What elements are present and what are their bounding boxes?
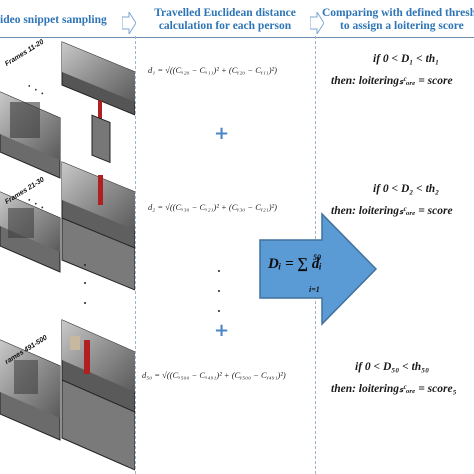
summation-label: Dᵢ = ∑ dᵢ (268, 256, 322, 273)
summation-formula: Dᵢ = ∑ dᵢ (268, 256, 322, 272)
header-threshold-line1: Comparing with defined thresho (322, 7, 474, 19)
condition-then-3: then: loiteringₛᶜₒᵣₑ = score₅ (331, 383, 457, 395)
header-distance: Travelled Euclidean distance calculation… (135, 7, 315, 33)
header-divider (0, 37, 474, 38)
header-distance-line2: calculation for each person (158, 20, 292, 32)
condition-then-1: then: loiteringₛᶜₒᵣₑ = score (331, 75, 453, 87)
condition-then-2: then: loiteringₛᶜₒᵣₑ = score (331, 205, 453, 217)
distance-equation-1: d₁ = √((Cₓ₂₀ − Cₓ₁₁)² + (Cᵧ₂₀ − Cᵧ₁₁)²) (148, 65, 277, 75)
condition-if-3: if 0 < D₅₀ < th₅₀ (355, 361, 430, 373)
threshold-condition-1: if 0 < D₁ < th₁ then: loiteringₛᶜₒᵣₑ = s… (331, 52, 453, 89)
distance-equation-2: d₂ = √((Cₓ₃₀ − Cₓ₂₁)² + (Cᵧ₃₀ − Cᵧ₂₁)²) (148, 202, 277, 212)
summation-lower: i=1 (309, 285, 320, 294)
vertical-dot (218, 290, 220, 292)
frame-group-3 (0, 319, 135, 471)
plus-icon: + (214, 320, 230, 341)
condition-if-1: if 0 < D₁ < th₁ (373, 53, 440, 65)
distance-equation-3: d₅₀ = √((Cₓ₅₀₀ − Cₓ₄₉₁)² + (Cᵧ₅₀₀ − Cᵧ₄₉… (142, 370, 286, 380)
video-frames (0, 41, 135, 471)
vertical-dot (218, 270, 220, 272)
threshold-condition-2: if 0 < D₂ < th₂ then: loiteringₛᶜₒᵣₑ = s… (331, 182, 453, 219)
frame-group-1 (0, 41, 135, 179)
header-arrow-1 (122, 12, 136, 34)
frame-group-2 (0, 161, 135, 291)
vertical-dot (84, 264, 86, 266)
header-distance-line1: Travelled Euclidean distance (154, 7, 296, 19)
vertical-dot (84, 282, 86, 284)
header-sampling-text: ideo snippet sampling (0, 14, 107, 26)
plus-icon: + (214, 123, 230, 144)
threshold-condition-3: if 0 < D₅₀ < th₅₀ then: loiteringₛᶜₒᵣₑ =… (331, 360, 457, 397)
header-sampling: ideo snippet sampling (0, 14, 107, 27)
summation-upper: 50 (313, 253, 321, 262)
column-divider-1 (135, 36, 136, 474)
vertical-dot (84, 302, 86, 304)
header-threshold-line2: to assign a loitering score (340, 20, 464, 32)
condition-if-2: if 0 < D₂ < th₂ (373, 183, 440, 195)
vertical-dot (218, 310, 220, 312)
summation-arrow (259, 212, 378, 326)
header-threshold: Comparing with defined thresho to assign… (322, 7, 474, 33)
header-arrow-2 (310, 12, 324, 34)
